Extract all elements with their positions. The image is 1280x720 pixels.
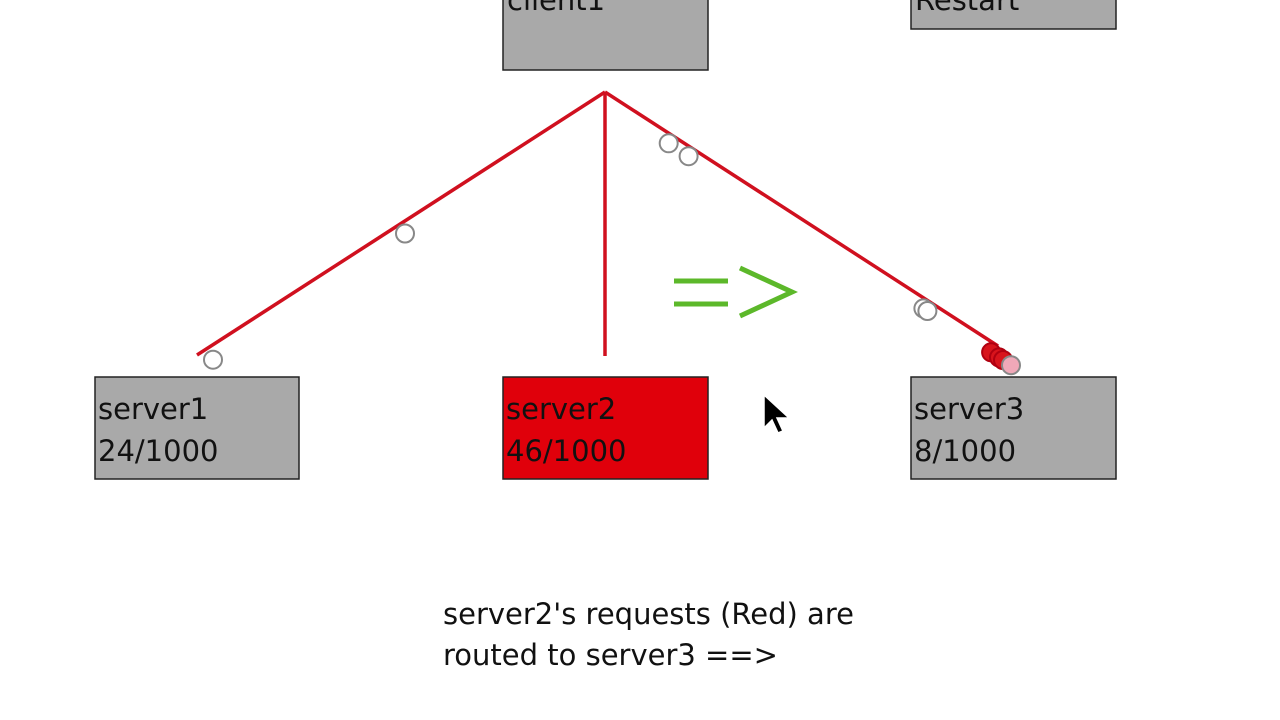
client-box [502,0,709,71]
client-node[interactable]: client1 [502,0,709,71]
reroute-arrow-icon [674,265,798,319]
requests-layer [203,133,1021,376]
server2-name: server2 [506,392,616,426]
mouse-cursor-icon [763,393,791,434]
server3-name: server3 [914,392,1024,426]
client-label: client1 [507,0,605,17]
server2-load: 46/1000 [506,434,626,468]
caption-line-1: server2's requests (Red) are [443,597,854,631]
request-dot [395,223,415,244]
restart-label: Restart [915,0,1019,17]
server3-load: 8/1000 [914,434,1016,468]
server2-node[interactable]: server2 46/1000 [502,376,709,480]
link-client-server1 [196,90,606,357]
server1-node[interactable]: server1 24/1000 [94,376,300,480]
server1-box [94,376,300,480]
link-client-server3 [604,90,999,348]
caption-line-2: routed to server3 ==> [443,638,778,672]
restart-button[interactable]: Restart [910,0,1117,30]
server3-box [910,376,1117,480]
server1-name: server1 [98,392,208,426]
server1-load: 24/1000 [98,434,218,468]
request-dot [203,349,223,370]
request-dot [917,301,938,321]
server3-node[interactable]: server3 8/1000 [910,376,1117,480]
request-dot [658,133,679,154]
request-dot [678,146,699,167]
server2-box [502,376,709,480]
request-dot [1001,355,1021,376]
restart-box [910,0,1117,30]
